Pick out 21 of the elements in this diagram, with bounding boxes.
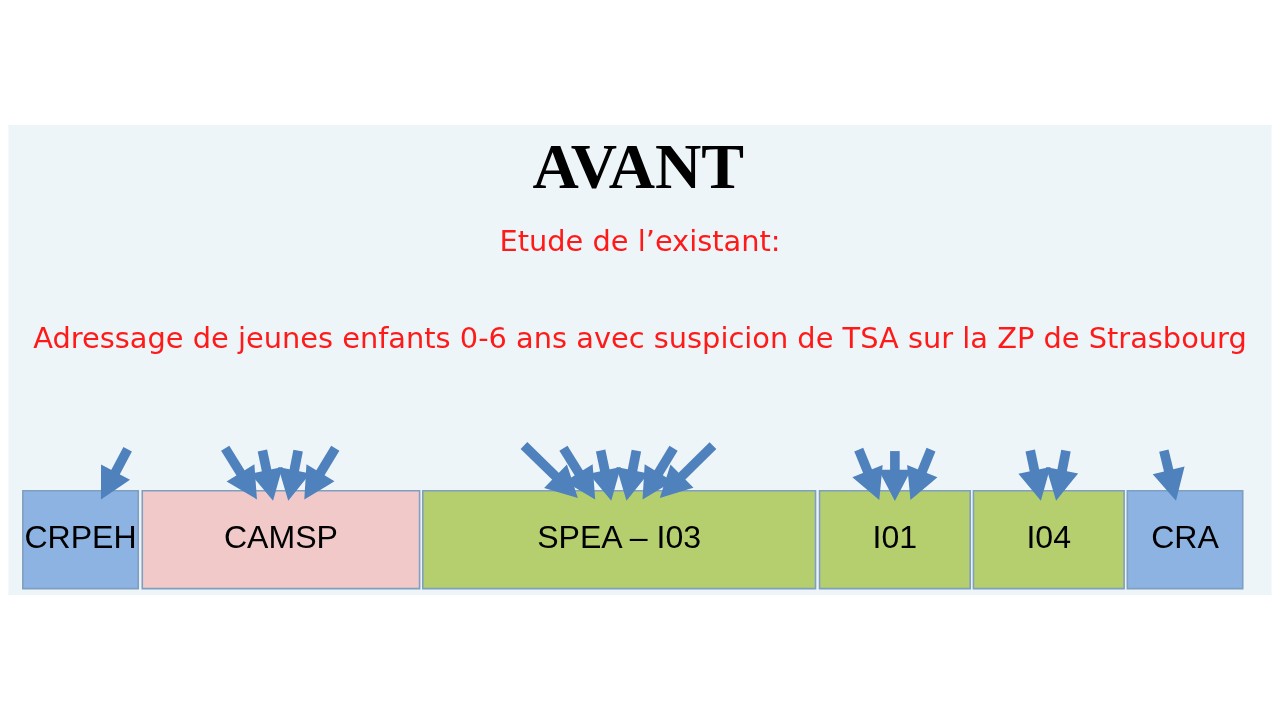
arrow [1018,449,1051,501]
node-box: I04 [972,490,1125,590]
node-box: CAMSP [141,490,421,590]
arrow [852,447,883,500]
node-box: CRA [1126,490,1244,590]
arrow [1152,449,1185,501]
arrow [642,445,694,500]
arrow [221,445,257,500]
arrow [100,446,132,500]
node-box: CRPEH [22,490,140,590]
node-box: SPEA – I03 [422,490,817,590]
arrow [304,445,340,500]
arrow [544,445,596,500]
label: Etude de l’existant: [499,223,781,258]
label: Adressage de jeunes enfants 0-6 ans avec suspicion de TSA sur la ZP de Strasbourg [33,321,1247,356]
arrow [1046,449,1079,501]
arrow [659,442,717,498]
node-box: I01 [818,490,971,590]
diagram-title: AVANT [532,130,745,202]
arrow [520,442,578,498]
arrow [907,447,938,500]
